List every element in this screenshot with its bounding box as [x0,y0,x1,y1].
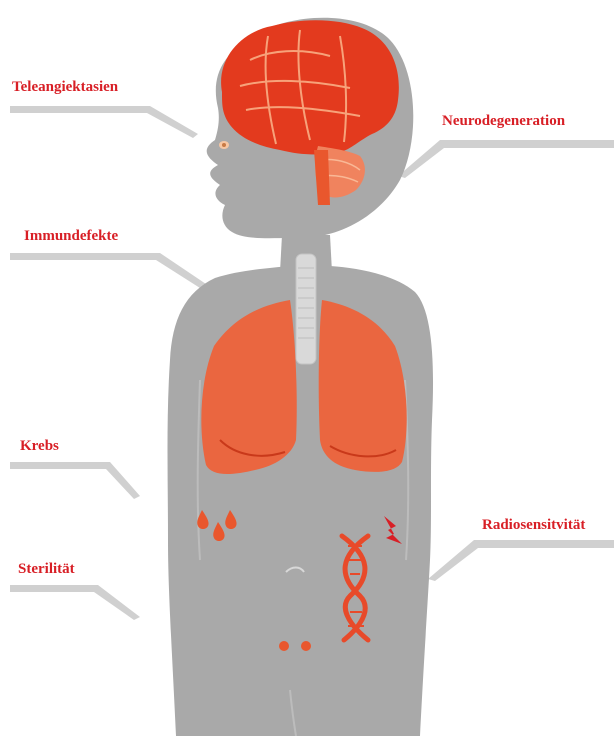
leader-radiosensitivitaet [428,540,614,581]
eye-icon [219,141,229,149]
leader-sterilitaet [10,585,140,620]
label-teleangiektasien: Teleangiektasien [12,78,118,96]
leader-neurodegeneration [398,140,614,178]
trachea-icon [296,254,316,364]
label-radiosensitivitaet: Radiosensitvität [482,516,585,534]
leader-immundefekte [10,253,206,288]
label-neurodegeneration: Neurodegeneration [442,112,565,130]
label-krebs: Krebs [20,437,59,455]
label-immundefekte: Immundefekte [24,227,118,245]
leader-krebs [10,462,140,499]
label-sterilitaet: Sterilität [18,560,75,578]
leader-teleangiektasien [10,106,198,138]
